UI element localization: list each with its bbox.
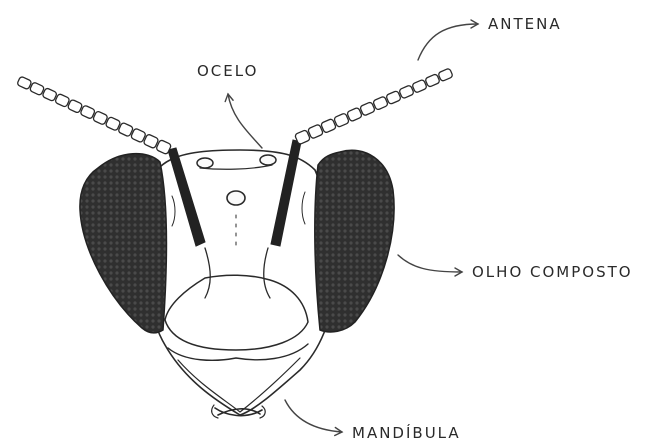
svg-text:OCELO: OCELO	[197, 62, 258, 80]
label-olho-composto: OLHO COMPOSTO	[398, 255, 633, 281]
antenna-segment	[360, 102, 376, 116]
antenna-segment	[42, 88, 57, 102]
compound-eye-right	[315, 150, 394, 332]
antenna-segment	[17, 76, 32, 90]
label-mandibula: MANDÍBULA	[285, 400, 461, 442]
antenna-segment	[386, 90, 402, 104]
ocellus-left	[197, 158, 213, 168]
head-capsule	[140, 150, 336, 415]
antenna-segment	[80, 105, 96, 119]
antenna-segment	[55, 93, 70, 107]
svg-text:MANDÍBULA: MANDÍBULA	[352, 423, 461, 442]
antenna-segment	[412, 79, 427, 93]
ocellus-right	[260, 155, 276, 165]
antenna-segment	[334, 113, 350, 128]
svg-text:OLHO COMPOSTO: OLHO COMPOSTO	[472, 263, 633, 281]
antenna-segment	[347, 107, 363, 122]
antenna-segment	[29, 82, 44, 96]
clypeus	[165, 275, 308, 350]
antenna-segment	[67, 99, 82, 113]
compound-eye-left	[80, 154, 167, 333]
ocellus-median	[227, 191, 245, 205]
ocelli	[197, 155, 276, 205]
antenna-segment	[373, 96, 389, 110]
antenna-segment	[438, 68, 453, 82]
antenna-segment	[321, 118, 337, 133]
label-antena: ANTENA	[418, 15, 562, 60]
label-ocelo: OCELO	[197, 62, 262, 148]
antenna-segment	[399, 85, 415, 99]
svg-text:ANTENA: ANTENA	[488, 15, 562, 33]
antenna-segment	[425, 74, 440, 88]
